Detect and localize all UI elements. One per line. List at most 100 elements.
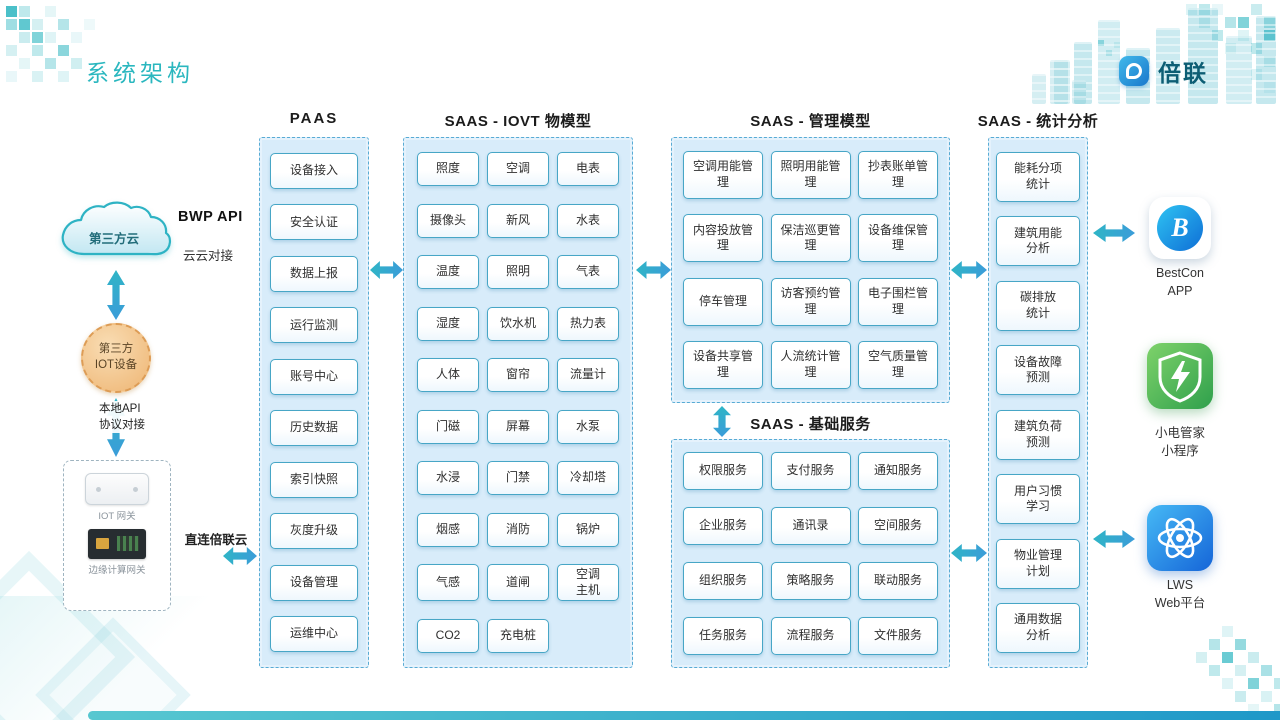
stats-item: 能耗分项 统计 bbox=[996, 152, 1080, 202]
arrow-stats-to-lws bbox=[1093, 530, 1135, 548]
xiaodian-shield-icon bbox=[1144, 340, 1216, 417]
arrow-gateway-to-paas bbox=[223, 547, 257, 565]
paas-item: 索引快照 bbox=[270, 461, 358, 498]
paas-item: 运维中心 bbox=[270, 615, 358, 652]
iovt-item: 消防 bbox=[487, 512, 549, 547]
management-item: 电子围栏管理 bbox=[858, 277, 938, 326]
basic-services-header: SAAS - 基础服务 bbox=[750, 416, 871, 433]
iovt-item: 饮水机 bbox=[487, 306, 549, 341]
iovt-item: 水泵 bbox=[557, 409, 619, 444]
stats-item: 设备故障 预测 bbox=[996, 345, 1080, 396]
gateway-box: IOT 网关 边缘计算网关 bbox=[63, 460, 171, 611]
stats-item: 通用数据 分析 bbox=[996, 602, 1080, 653]
stats-panel: 能耗分项 统计 建筑用能 分析 碳排放 统计 设备故障 预测 建筑负荷 预测 用… bbox=[988, 137, 1088, 668]
paas-item: 运行监测 bbox=[270, 307, 358, 344]
lws-app-label: LWS Web平台 bbox=[1154, 578, 1206, 611]
paas-item: 账号中心 bbox=[270, 358, 358, 395]
basic-service-item: 文件服务 bbox=[858, 617, 938, 655]
management-panel: 空调用能管理 照明用能管理 抄表账单管理 内容投放管理 保洁巡更管理 设备维保管… bbox=[671, 137, 950, 403]
iovt-item: CO2 bbox=[417, 618, 479, 653]
city-skyline-decoration bbox=[1032, 52, 1132, 104]
iovt-item: 照明 bbox=[487, 255, 549, 290]
arrow-paas-to-iovt bbox=[370, 261, 403, 279]
arrow-cloud-to-device bbox=[107, 270, 125, 320]
page-title: 系统架构 bbox=[86, 60, 194, 86]
basic-service-item: 流程服务 bbox=[770, 617, 851, 655]
cloud-icon bbox=[61, 201, 171, 256]
xiaodian-app-label: 小电管家 小程序 bbox=[1154, 426, 1205, 459]
stats-header: SAAS - 统计分析 bbox=[977, 113, 1099, 130]
stats-item: 物业管理 计划 bbox=[996, 538, 1080, 589]
lws-atom-icon bbox=[1144, 502, 1216, 579]
management-item: 内容投放管理 bbox=[683, 214, 763, 263]
iovt-item: 空调 bbox=[487, 152, 549, 186]
management-item: 人流统计管理 bbox=[770, 340, 851, 389]
basic-service-item: 通知服务 bbox=[858, 452, 938, 490]
iovt-item: 人体 bbox=[417, 358, 479, 393]
iovt-item: 充电桩 bbox=[487, 618, 549, 653]
iovt-item: 道闸 bbox=[487, 564, 549, 602]
basic-services-panel: 权限服务 支付服务 通知服务 企业服务 通讯录 空间服务 组织服务 策略服务 联… bbox=[671, 439, 950, 668]
management-item: 抄表账单管理 bbox=[858, 151, 938, 199]
pixel-mosaic-decoration bbox=[6, 6, 17, 17]
basic-service-item: 策略服务 bbox=[770, 562, 851, 600]
pixel-mosaic-decoration bbox=[1186, 4, 1197, 15]
pixel-mosaic-decoration bbox=[1196, 626, 1207, 637]
management-item: 照明用能管理 bbox=[770, 151, 851, 199]
iot-gateway-label: IOT 网关 bbox=[98, 511, 136, 522]
stats-item: 碳排放 统计 bbox=[996, 280, 1080, 331]
management-item: 停车管理 bbox=[683, 277, 763, 326]
iovt-item: 门禁 bbox=[487, 461, 549, 496]
management-item: 空气质量管理 bbox=[858, 340, 938, 389]
third-party-cloud: 第三方云 bbox=[56, 200, 172, 264]
iovt-item: 摄像头 bbox=[417, 203, 479, 238]
iovt-item: 电表 bbox=[557, 152, 619, 186]
brand-logo-icon bbox=[1119, 56, 1149, 86]
arrow-basic-to-stats bbox=[951, 544, 987, 562]
iovt-item: 照度 bbox=[417, 152, 479, 186]
management-header: SAAS - 管理模型 bbox=[750, 113, 871, 130]
brand-logo-text: 倍联 bbox=[1158, 60, 1208, 86]
stats-item: 建筑负荷 预测 bbox=[996, 409, 1080, 460]
bestcon-app-label: BestCon APP bbox=[1156, 266, 1204, 299]
iovt-item: 水浸 bbox=[417, 461, 479, 496]
basic-service-item: 联动服务 bbox=[858, 562, 938, 600]
iovt-item: 流量计 bbox=[557, 358, 619, 393]
iovt-item: 气感 bbox=[417, 564, 479, 602]
iovt-item: 冷却塔 bbox=[557, 461, 619, 496]
footer-accent-bar bbox=[88, 711, 1280, 720]
iovt-item: 温度 bbox=[417, 255, 479, 290]
bestcon-app-icon: B bbox=[1149, 197, 1211, 259]
iovt-item: 湿度 bbox=[417, 306, 479, 341]
stats-item: 建筑用能 分析 bbox=[996, 216, 1080, 267]
basic-service-item: 任务服务 bbox=[683, 617, 763, 655]
paas-panel: 设备接入 安全认证 数据上报 运行监测 账号中心 历史数据 索引快照 灰度升级 … bbox=[259, 137, 369, 668]
basic-service-item: 支付服务 bbox=[770, 452, 851, 490]
iovt-item: 气表 bbox=[557, 255, 619, 290]
arrow-iovt-to-management bbox=[636, 261, 671, 279]
basic-service-item: 企业服务 bbox=[683, 507, 763, 545]
management-item: 设备维保管理 bbox=[858, 214, 938, 263]
paas-item: 设备接入 bbox=[270, 153, 358, 189]
iovt-item: 窗帘 bbox=[487, 358, 549, 393]
arrow-stats-to-bestcon bbox=[1093, 224, 1135, 242]
edge-gateway-device-icon bbox=[88, 529, 146, 559]
iovt-item: 水表 bbox=[557, 203, 619, 238]
third-party-cloud-label: 第三方云 bbox=[88, 232, 139, 246]
bwp-api-label: BWP API bbox=[178, 209, 243, 225]
arrow-management-to-stats bbox=[951, 261, 987, 279]
paas-item: 安全认证 bbox=[270, 204, 358, 241]
basic-service-item: 组织服务 bbox=[683, 562, 763, 600]
edge-gateway-label: 边缘计算网关 bbox=[88, 565, 146, 576]
direct-link-label: 直连倍联云 bbox=[184, 533, 248, 547]
iovt-item: 烟感 bbox=[417, 512, 479, 547]
brand-logo: 倍联 bbox=[1119, 54, 1208, 88]
iot-gateway-device-icon bbox=[85, 473, 149, 505]
geometric-decoration bbox=[0, 596, 230, 720]
pixel-mosaic-decoration bbox=[1098, 40, 1104, 46]
iovt-item: 热力表 bbox=[557, 306, 619, 341]
bestcon-letter: B bbox=[1157, 205, 1203, 251]
paas-item: 灰度升级 bbox=[270, 513, 358, 550]
paas-item: 设备管理 bbox=[270, 564, 358, 601]
